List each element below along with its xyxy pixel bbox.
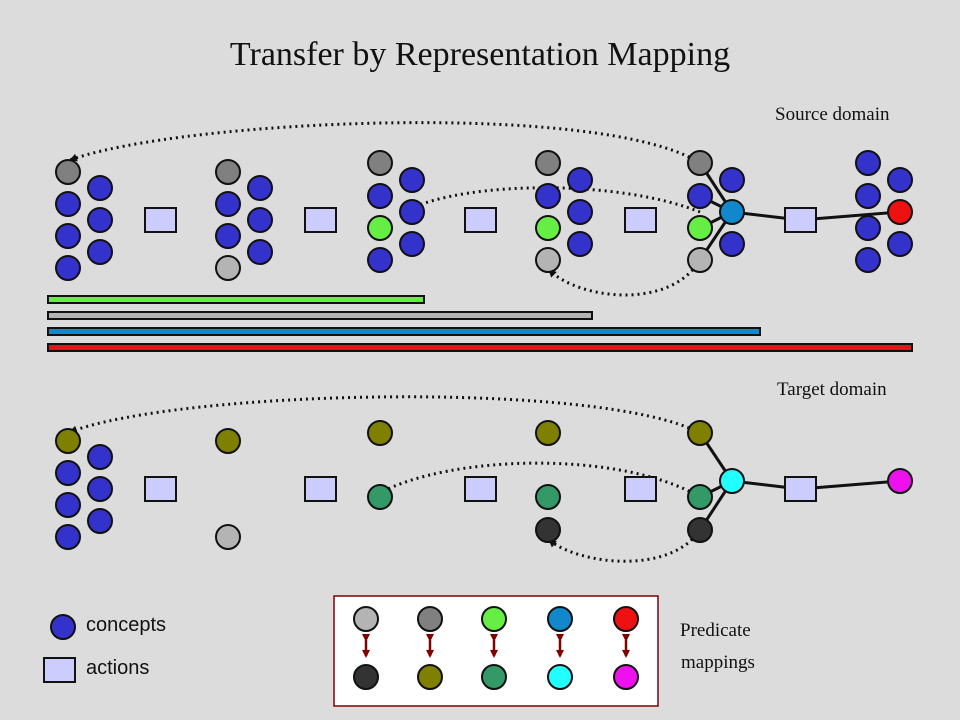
source-state-6 xyxy=(855,150,913,273)
red-extent-bar xyxy=(47,343,913,352)
source-state-4 xyxy=(535,150,593,273)
target-state-1 xyxy=(55,428,113,550)
source-action-3 xyxy=(464,207,497,233)
green-extent-bar xyxy=(47,295,425,304)
gray-extent-bar xyxy=(47,311,593,320)
target-state-4 xyxy=(535,420,561,543)
source-lower-dotted-arc xyxy=(547,259,702,297)
source-action-4 xyxy=(624,207,657,233)
target-state-5 xyxy=(687,420,745,543)
legend-concept-swatch xyxy=(50,614,76,640)
source-domain-label: Source domain xyxy=(775,104,890,125)
target-lower-dotted-arc xyxy=(548,529,702,563)
predicate-mappings-label-line2: mappings xyxy=(681,652,755,673)
source-state-2 xyxy=(215,159,273,281)
source-action-5 xyxy=(784,207,817,233)
target-state-2 xyxy=(215,428,241,550)
target-action-2 xyxy=(304,476,337,502)
predicate-mappings-label-line1: Predicate xyxy=(680,620,751,641)
legend-action-swatch xyxy=(43,657,76,683)
target-mid-dotted-arc xyxy=(379,461,701,499)
target-domain-label: Target domain xyxy=(777,379,887,400)
predicate-extent-bars xyxy=(47,295,913,352)
target-action-4 xyxy=(624,476,657,502)
page-title: Transfer by Representation Mapping xyxy=(229,36,731,73)
predicate-mapping-box xyxy=(333,595,659,707)
target-state-3 xyxy=(367,420,393,510)
blue-extent-bar xyxy=(47,327,761,336)
legend-concepts-label: concepts xyxy=(86,614,167,636)
source-action-1 xyxy=(144,207,177,233)
source-mid-dotted-arc xyxy=(406,186,701,214)
target-long-dotted-arc xyxy=(69,395,701,435)
target-action-5 xyxy=(784,476,817,502)
legend-actions-label: actions xyxy=(86,657,150,679)
target-action-3 xyxy=(464,476,497,502)
target-action-1 xyxy=(144,476,177,502)
source-state-5 xyxy=(687,150,745,273)
source-state-1 xyxy=(55,159,113,281)
target-state-6 xyxy=(887,468,913,494)
source-action-2 xyxy=(304,207,337,233)
source-state-3 xyxy=(367,150,425,273)
